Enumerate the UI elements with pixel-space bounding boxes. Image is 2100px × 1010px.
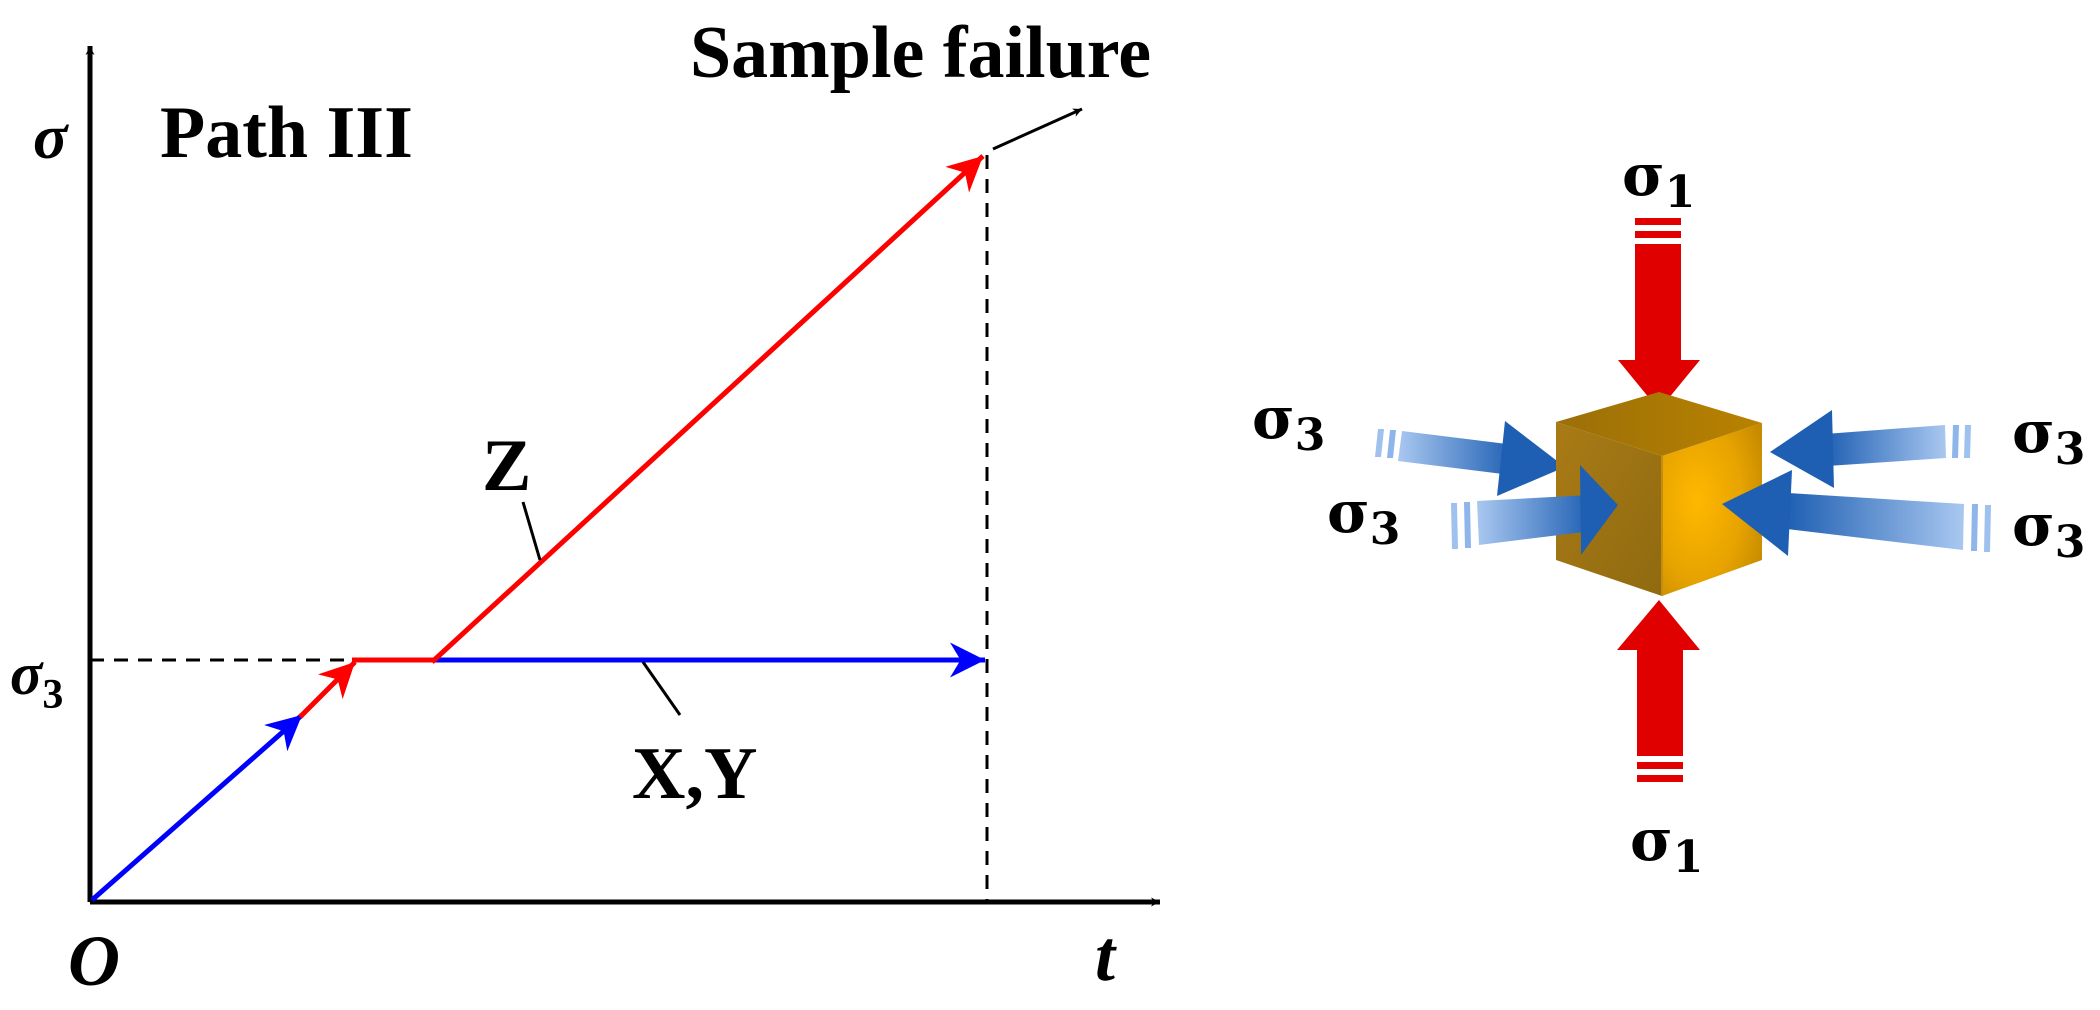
- right-upper-sigma-sub: 3: [2055, 424, 2086, 475]
- bottom-sigma1-arrow: [1617, 600, 1700, 782]
- xy-label-leader: [641, 661, 682, 716]
- right-upper-sigma-symbol: σ: [2012, 398, 2055, 466]
- right-upper-sigma3-label: σ3: [2012, 398, 2085, 475]
- right-lower-sigma-symbol: σ: [2012, 491, 2055, 559]
- loading-path-plot: Path III σ Sample failure Z X,Y O t σ3: [10, 12, 1160, 1001]
- right-upper-sigma3-arrow: [1770, 410, 1971, 488]
- x-axis-label: t: [1095, 916, 1117, 996]
- z-curve-label: Z: [482, 425, 531, 507]
- top-sigma-symbol: σ: [1622, 141, 1665, 209]
- y-tick-sigma: σ: [10, 641, 44, 707]
- y-tick-label-sigma3: σ3: [10, 641, 63, 718]
- xy-curve-label: X,Y: [632, 733, 757, 815]
- right-lower-sigma-sub: 3: [2055, 517, 2086, 568]
- y-axis-label: σ: [33, 101, 69, 172]
- bottom-sigma-sub: 1: [1673, 832, 1704, 883]
- z-path-loading-arrow: [430, 154, 985, 664]
- left-upper-sigma3-label: σ3: [1252, 384, 1325, 461]
- left-lower-sigma-symbol: σ: [1327, 478, 1370, 546]
- top-sigma-sub: 1: [1665, 167, 1696, 218]
- right-lower-sigma3-arrow: [1722, 470, 1991, 556]
- plot-title: Path III: [160, 92, 413, 174]
- origin-label: O: [68, 921, 120, 1001]
- z-label-leader: [521, 501, 542, 561]
- left-lower-sigma3-arrow: [1451, 465, 1618, 555]
- z-path-ramp-arrow: [298, 660, 357, 719]
- failure-arrow: [992, 107, 1083, 151]
- cube-right-face: [1662, 423, 1762, 596]
- sample-failure-label: Sample failure: [690, 12, 1151, 94]
- top-sigma1-arrow: [1618, 218, 1700, 410]
- bottom-sigma1-label: σ1: [1630, 806, 1703, 883]
- left-upper-sigma3-arrow: [1375, 421, 1565, 496]
- left-upper-sigma-sub: 3: [1295, 410, 1326, 461]
- right-lower-sigma3-label: σ3: [2012, 491, 2085, 568]
- bottom-sigma-symbol: σ: [1630, 806, 1673, 874]
- xy-path-ramp-arrow: [90, 713, 304, 902]
- specimen-stress-diagram: σ1 σ1 σ3 σ3 σ3 σ3: [1252, 141, 2085, 883]
- top-sigma1-label: σ1: [1622, 141, 1695, 218]
- left-lower-sigma-sub: 3: [1370, 504, 1401, 555]
- y-tick-sub: 3: [42, 672, 63, 718]
- cube-top-face: [1556, 392, 1762, 456]
- left-upper-sigma-symbol: σ: [1252, 384, 1295, 452]
- left-lower-sigma3-label: σ3: [1327, 478, 1400, 555]
